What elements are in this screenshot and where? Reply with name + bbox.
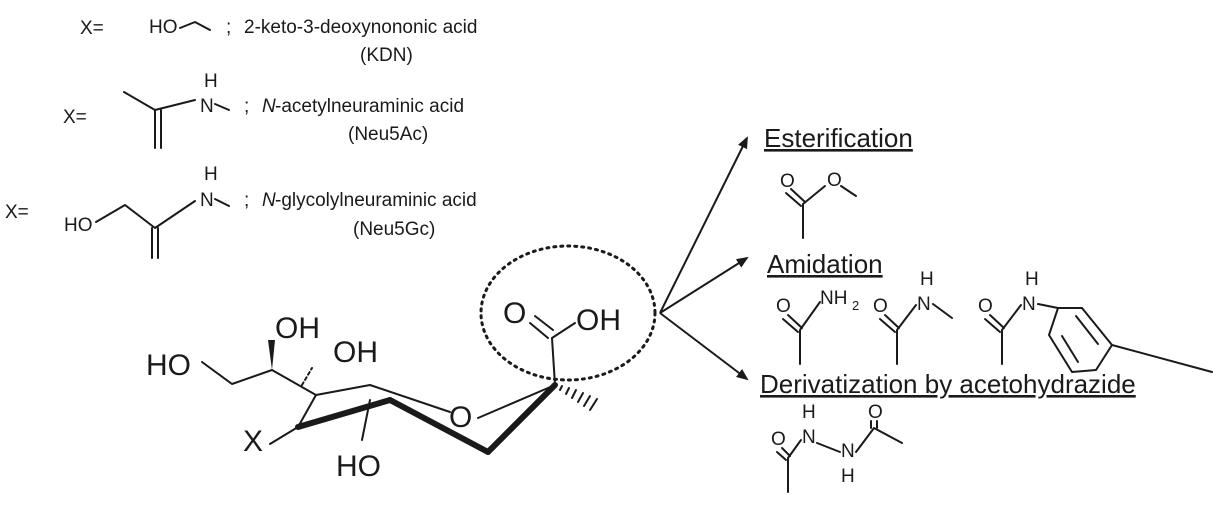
- ester-double-bond: [785, 188, 806, 207]
- amide3-bonds: [1001, 303, 1059, 365]
- double-bond: [151, 227, 159, 259]
- c2-carboxyl-bond: [551, 337, 556, 386]
- separator: ;: [244, 96, 249, 117]
- hydroxy-atom-label: HO: [64, 215, 93, 236]
- amide1-nh: NH: [820, 288, 847, 309]
- para-methyl-bond: [1111, 344, 1213, 373]
- c8-oh-label: OH: [275, 312, 320, 345]
- amide1-o: O: [776, 296, 791, 317]
- ring-bold-front-2: [387, 397, 491, 455]
- esterification-title: Esterification: [764, 123, 913, 153]
- hydrazide-h2: H: [841, 466, 855, 487]
- esterification-section: Esterification O O: [764, 123, 913, 239]
- acetyl-bonds: [123, 91, 196, 111]
- ring-upper-bonds: [315, 384, 451, 413]
- methylene-bond: [179, 21, 211, 31]
- amidation-title: Amidation: [767, 249, 883, 279]
- amide-h-label: H: [204, 71, 218, 92]
- amide2-n: N: [917, 294, 931, 315]
- benzene-inner-bonds: [1061, 315, 1099, 363]
- ring-oxygen-label: O: [449, 401, 472, 434]
- hydrazide-o2: O: [868, 402, 883, 423]
- ester-bonds: [802, 185, 857, 239]
- wedge-bond: [268, 340, 275, 370]
- hydrazide-h1: H: [802, 402, 816, 423]
- separator: ;: [226, 17, 231, 38]
- amide2-o: O: [873, 296, 888, 317]
- amide3-n: N: [1022, 294, 1036, 315]
- amide-n-label: N: [200, 96, 214, 117]
- amide-h-label: H: [204, 164, 218, 185]
- c4-oh-bond: [361, 399, 371, 441]
- hydrazide-section: Derivatization by acetohydrazide O H N N…: [760, 369, 1136, 493]
- carboxyl-highlight-ellipse: [479, 244, 657, 382]
- amide1-bonds: [799, 301, 821, 365]
- acid-oh-label: OH: [576, 304, 621, 337]
- sialic-acid-core: OH OH HO O X HO O OH: [146, 244, 657, 483]
- substituent-kdn: X= HO ; 2-keto-3-deoxynononic acid (KDN): [80, 17, 477, 66]
- hashed-methyl-bond: [559, 385, 598, 411]
- hydrazide-n1: N: [802, 427, 816, 448]
- n-methyl-bond: [214, 198, 230, 207]
- arrow-to-esterification: [659, 136, 748, 314]
- substituent-name: -acetylneuraminic acid: [275, 96, 464, 117]
- n-methyl-bond: [214, 103, 230, 111]
- ester-carbonyl-o: O: [780, 171, 795, 192]
- hydrazide-bonds: [787, 427, 903, 493]
- separator: ;: [244, 190, 249, 211]
- arrow-to-amidation: [659, 256, 749, 314]
- hash-bond: [301, 367, 313, 386]
- amide2-double-bond: [879, 314, 900, 333]
- substituent-abbreviation: (KDN): [360, 45, 413, 66]
- substituent-name: 2-keto-3-deoxynononic acid: [244, 17, 477, 38]
- name-italic-prefix: N: [262, 96, 276, 117]
- amide1-subscript: 2: [852, 298, 859, 313]
- ring-bold-front-1: [295, 397, 393, 430]
- hydrazide-n2: N: [841, 441, 855, 462]
- amide1-double-bond: [782, 314, 803, 333]
- arrow-to-hydrazide: [659, 312, 749, 381]
- x-equals-label: X=: [5, 202, 29, 223]
- name-italic-prefix: N: [262, 190, 276, 211]
- hydrazide-title: Derivatization by acetohydrazide: [760, 369, 1136, 399]
- x-substituent-label: X: [243, 425, 263, 458]
- amide-n-label: N: [200, 190, 214, 211]
- double-bond: [154, 109, 162, 149]
- x-bond: [269, 426, 299, 445]
- hydrazide-double-bond-2: [870, 420, 878, 429]
- substituent-abbreviation: (Neu5Ac): [348, 124, 428, 145]
- carbonyl-oxygen-label: O: [503, 297, 526, 330]
- c9-ho-label: HO: [146, 349, 191, 382]
- ring-o-c2-bond: [477, 384, 556, 419]
- substituent-name: -glycolylneuraminic acid: [275, 190, 477, 211]
- amide3-double-bond: [984, 314, 1005, 333]
- side-chain-bonds: [201, 361, 317, 396]
- carbonyl-double-bond: [529, 315, 554, 339]
- benzene-ring: [1048, 307, 1113, 373]
- amide3-h: H: [1025, 269, 1039, 290]
- substituent-neu5ac: X= H N ; N -acetylneuraminic acid (Neu5A…: [63, 71, 464, 149]
- amide2-h: H: [920, 269, 934, 290]
- substituent-abbreviation: (Neu5Gc): [353, 219, 435, 240]
- ester-alkoxy-o: O: [827, 170, 842, 191]
- amidation-section: Amidation O NH 2 O H N O H N: [767, 249, 1213, 373]
- x-equals-label: X=: [80, 18, 104, 39]
- amide2-bonds: [896, 303, 953, 365]
- hydrazide-o1: O: [771, 429, 786, 450]
- ring-left-bond: [297, 394, 317, 428]
- c7-oh-label: OH: [333, 336, 378, 369]
- acid-oh-bond: [551, 322, 576, 339]
- substituent-neu5gc: X= H N HO ; N -glycolylneuraminic acid (…: [5, 164, 477, 259]
- hydroxy-atom-label: HO: [149, 17, 178, 38]
- c4-ho-label: HO: [336, 450, 381, 483]
- glycolyl-bonds: [95, 200, 196, 229]
- amide3-o: O: [978, 296, 993, 317]
- hydrazide-double-bond-1: [776, 447, 791, 461]
- reaction-arrows: [659, 136, 749, 381]
- x-equals-label: X=: [63, 107, 87, 128]
- ring-bold-front-3: [485, 382, 558, 455]
